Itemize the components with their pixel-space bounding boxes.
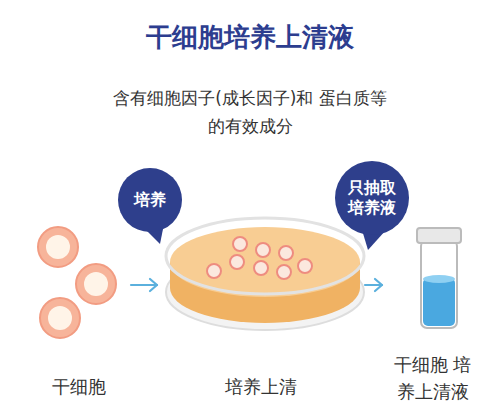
culture-dish bbox=[166, 218, 364, 330]
tube-cap bbox=[417, 228, 461, 243]
stage-product: 干细胞 培养上清液 bbox=[385, 215, 480, 405]
cell bbox=[207, 264, 221, 278]
tube-liquid bbox=[423, 278, 455, 326]
cell-core bbox=[46, 235, 70, 259]
node-text: 只抽取 培养液 bbox=[341, 178, 403, 218]
liquid-surface bbox=[423, 275, 455, 283]
subtitle: 含有细胞因子(成长因子)和 蛋白质等的有效成分 bbox=[110, 84, 390, 140]
cell bbox=[233, 237, 247, 251]
speech-bubble: 只抽取 培养液 bbox=[335, 161, 409, 235]
cell bbox=[254, 261, 268, 275]
tube-body bbox=[421, 240, 457, 328]
cell bbox=[38, 227, 78, 267]
cell bbox=[279, 246, 293, 260]
cell bbox=[76, 264, 116, 304]
node-text: 干细胞 培养上清液 bbox=[385, 351, 480, 405]
cell-core bbox=[84, 272, 108, 296]
cultured-cells bbox=[207, 237, 312, 279]
cell bbox=[277, 265, 291, 279]
arrow-head bbox=[150, 279, 157, 291]
cell bbox=[256, 243, 270, 257]
node-text: 培养上清 bbox=[160, 373, 362, 400]
cell-core bbox=[48, 306, 72, 330]
flow-arrow bbox=[365, 279, 382, 291]
arrow-line bbox=[131, 284, 157, 286]
stage-stem-cells: 干细胞 bbox=[30, 225, 128, 400]
stage-culture: 培养上清 bbox=[160, 205, 362, 400]
speech-bubble: 培养 bbox=[118, 168, 182, 232]
cell bbox=[40, 298, 80, 338]
cell bbox=[298, 259, 312, 273]
node-text: 培养 bbox=[119, 190, 181, 210]
cell bbox=[230, 255, 244, 269]
node-text: 干细胞 bbox=[30, 373, 128, 400]
medium-top bbox=[170, 227, 360, 297]
stem-cells bbox=[38, 227, 116, 338]
title: 干细胞培养上清液 bbox=[0, 20, 500, 55]
flow-arrow bbox=[131, 279, 157, 291]
arrow-head bbox=[375, 279, 382, 291]
test-tube bbox=[417, 228, 461, 328]
dish-rim bbox=[166, 218, 364, 294]
